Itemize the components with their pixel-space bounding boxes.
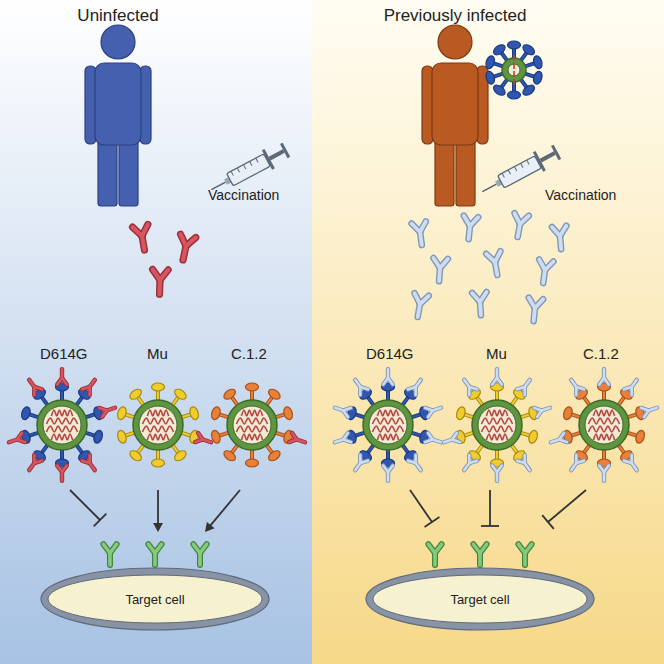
panel-heading: Previously infected (384, 6, 527, 26)
inhibition-mark (70, 490, 106, 526)
inhibition-mark (542, 490, 586, 529)
bound-antibody (289, 433, 306, 447)
antibody (526, 298, 543, 322)
virus-c12 (549, 369, 658, 481)
bound-antibody (383, 466, 393, 481)
bound-antibody (492, 369, 502, 384)
bound-antibody (99, 403, 116, 417)
variant-label: C.1.2 (231, 345, 267, 362)
target-cell: Target cell (37, 564, 273, 634)
bound-antibody (57, 466, 67, 481)
antibody (536, 259, 553, 284)
bound-antibody (57, 369, 67, 384)
bound-antibody (534, 403, 551, 417)
bound-antibody (425, 433, 442, 447)
bound-antibody (408, 455, 425, 473)
variant-label: Mu (486, 345, 507, 362)
receptor (148, 544, 161, 565)
virus-d614g (7, 369, 116, 481)
entry-arrow (153, 490, 163, 532)
bound-antibody (460, 455, 477, 473)
antibody (472, 292, 488, 316)
bound-antibody (624, 377, 641, 395)
virus-d614g (333, 369, 442, 481)
bound-antibody (351, 377, 368, 395)
entry-arrow (205, 490, 240, 532)
virus-mu (442, 369, 551, 481)
bound-antibody (82, 377, 99, 395)
bound-antibody (492, 466, 502, 481)
target-cell: Target cell (362, 564, 598, 634)
bound-antibody (333, 433, 350, 447)
receptor (473, 544, 486, 565)
bound-antibody (408, 377, 425, 395)
bound-antibody (641, 403, 658, 417)
bound-antibody (82, 455, 99, 473)
vaccination-label: Vaccination (545, 187, 616, 203)
bound-antibody (599, 369, 609, 384)
infecting-virus (484, 41, 543, 99)
bound-antibody (549, 433, 566, 447)
bound-antibody (442, 433, 459, 447)
bound-antibody (599, 466, 609, 481)
antibody (511, 213, 529, 238)
person-uninfected (85, 25, 151, 206)
panel-infected: Previously infectedTarget cell (312, 0, 664, 664)
antibody (133, 224, 153, 251)
bound-antibody (333, 403, 350, 417)
receptor (193, 544, 206, 565)
bound-antibody (195, 433, 212, 447)
bound-antibody (567, 455, 584, 473)
vaccination-label: Vaccination (208, 187, 279, 203)
bound-antibody (7, 433, 24, 447)
receptor (518, 544, 531, 565)
bound-antibody (624, 455, 641, 473)
variant-label: D614G (40, 345, 88, 362)
inhibition-mark (410, 490, 439, 527)
bound-antibody (25, 377, 42, 395)
virus-mu (116, 383, 213, 467)
left-background (0, 0, 312, 664)
bound-antibody (383, 369, 393, 384)
panel-heading: Uninfected (77, 6, 158, 26)
cell-label: Target cell (450, 592, 509, 607)
antibody (432, 258, 448, 282)
bound-antibody (517, 455, 534, 473)
bound-antibody (517, 377, 534, 395)
variant-label: C.1.2 (583, 345, 619, 362)
inhibition-mark (481, 490, 499, 526)
bound-antibody (460, 377, 477, 395)
cell-label: Target cell (125, 592, 184, 607)
virus-c12 (210, 383, 307, 467)
bound-antibody (351, 455, 368, 473)
receptor (103, 544, 116, 565)
right-background (312, 0, 664, 664)
antibody (486, 251, 504, 276)
bound-antibody (425, 403, 442, 417)
variant-label: Mu (147, 345, 168, 362)
antibody (552, 226, 568, 250)
receptor (428, 544, 441, 565)
antibody (412, 221, 429, 246)
antibody (461, 216, 478, 240)
variant-label: D614G (366, 345, 414, 362)
panel-uninfected: UninfectedTarget cell (0, 0, 312, 664)
bound-antibody (25, 455, 42, 473)
person-infected (422, 25, 488, 206)
antibody (175, 234, 195, 261)
antibody (152, 269, 168, 294)
bound-antibody (567, 377, 584, 395)
antibody (411, 293, 429, 318)
